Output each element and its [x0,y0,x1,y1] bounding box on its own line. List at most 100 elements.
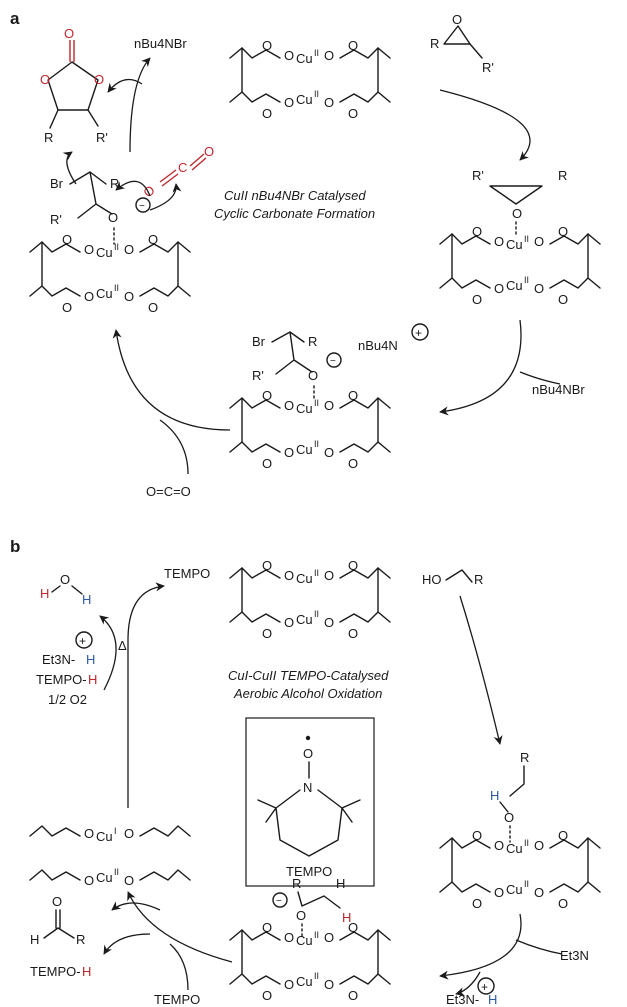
svg-text:O: O [94,72,104,87]
svg-text:O: O [52,894,62,909]
svg-text:Cu: Cu [96,870,113,885]
svg-text:I: I [114,826,117,836]
svg-text:H: H [40,586,49,601]
plus-icon: + [415,326,422,340]
arrow-aldehyde-out [111,901,161,911]
arrow-water-out [99,615,117,691]
svg-text:H: H [336,876,345,891]
panel-a-title-2: Cyclic Carbonate Formation [214,206,375,221]
arrow-co2-in [159,419,189,475]
svg-text:R: R [474,572,483,587]
arrow-epoxide-coordination [439,89,531,161]
svg-text:O: O [303,746,313,761]
nbu4n-cation-label: nBu4N [358,338,398,353]
svg-text:O: O [64,26,74,41]
bromoalkoxide-cu-complex-bottom: Br R R' O − [229,331,391,472]
svg-text:O: O [84,873,94,888]
svg-text:O: O [452,12,462,27]
svg-text:+: + [481,980,488,994]
arrow-alcohol-binding [459,595,503,745]
svg-text:Cu: Cu [96,829,113,844]
svg-text:O: O [124,826,134,841]
svg-text:R: R [430,36,439,51]
svg-text:O: O [108,210,118,225]
svg-text:II: II [114,867,119,877]
et3nh-bottom-label: Et3N- [446,992,479,1007]
alcohol-cu-complex: R H O [439,750,601,912]
svg-text:TEMPO: TEMPO [286,864,332,879]
svg-text:R: R [558,168,567,183]
et3n-right-label: Et3N [560,948,589,963]
alkoxide-cu-complex-bottom: − R H H O [229,876,391,1004]
svg-text:R: R [110,176,119,191]
tempo-bottom-label: TEMPO [154,992,200,1007]
svg-text:−: − [276,896,282,907]
tempo-h-product-label: TEMPO- [30,964,81,979]
arrow-co2-insertion [112,329,231,431]
svg-text:H: H [490,788,499,803]
svg-text:H: H [82,592,91,607]
svg-text:R: R [44,130,53,145]
electron-arrow-co2 [115,180,151,197]
svg-text:−: − [139,201,145,212]
svg-text:Br: Br [50,176,64,191]
svg-text:R: R [292,876,301,891]
svg-text:R': R' [96,130,108,145]
panel-b-title-2: Aerobic Alcohol Oxidation [233,686,382,701]
svg-text:O: O [124,873,134,888]
alcohol-substrate: HO R [422,569,483,587]
aldehyde-product: O H R [30,894,85,947]
tempo-h-product-h: H [82,964,91,979]
delta-label: Δ [118,638,127,653]
svg-text:O: O [84,826,94,841]
panel-a-label: a [10,9,20,28]
arrow-deprotonation [439,913,522,980]
panel-b-label: b [10,537,20,556]
co2-reagent-label: O=C=O [146,484,191,499]
arrow-ring-closure [129,57,151,153]
arrow-ring-opening [439,319,522,416]
arrow-et3nh-out [455,971,481,997]
cyclic-carbonate-product: O O O R R' [40,26,108,145]
nbu4nbr-right-label: nBu4NBr [532,382,585,397]
nbu4nbr-top-label: nBu4NBr [134,36,187,51]
svg-text:R': R' [472,168,484,183]
svg-text:O: O [504,810,514,825]
svg-text:R': R' [50,212,62,227]
svg-text:O: O [60,572,70,587]
svg-text:H: H [86,652,95,667]
svg-text:H: H [342,910,351,925]
tempo-top-label: TEMPO [164,566,210,581]
svg-text:H: H [88,672,97,687]
electron-arrow-br [62,151,77,185]
et3nh-bottom-h: H [488,992,497,1007]
svg-text:HO: HO [422,572,442,587]
arrow-nbu4nbr-in [519,371,561,385]
et3nh-charge-icon [477,977,495,995]
svg-text:R': R' [482,60,494,75]
cu-paddlewheel-top-b [229,557,391,642]
svg-text:H: H [30,932,39,947]
left-reagents: + Et3N- H TEMPO- H 1/2 O2 [36,631,97,707]
tempo-structure-box: O N TEMPO [245,717,375,887]
svg-text:O: O [40,72,50,87]
arrow-tempoh-out [103,933,151,955]
arrow-h-abstraction [127,891,233,963]
cu-i-cu-ii-paddlewheel: O Cu I O O Cu II O [29,825,191,888]
water-product: H O H [40,572,91,607]
svg-text:R': R' [252,368,264,383]
arrow-et3n-in [515,939,563,955]
svg-text:Br: Br [252,334,266,349]
svg-text:O: O [512,206,522,221]
svg-text:O: O [308,368,318,383]
svg-text:+: + [79,634,86,648]
svg-text:TEMPO-: TEMPO- [36,672,87,687]
cu-paddlewheel-top [229,37,391,122]
svg-text:−: − [330,356,336,367]
svg-text:Et3N-: Et3N- [42,652,75,667]
svg-text:R: R [520,750,529,765]
panel-b-title-1: CuI-CuII TEMPO-Catalysed [228,668,389,683]
arrow-tempo-in [169,943,189,991]
svg-text:O: O [296,908,306,923]
